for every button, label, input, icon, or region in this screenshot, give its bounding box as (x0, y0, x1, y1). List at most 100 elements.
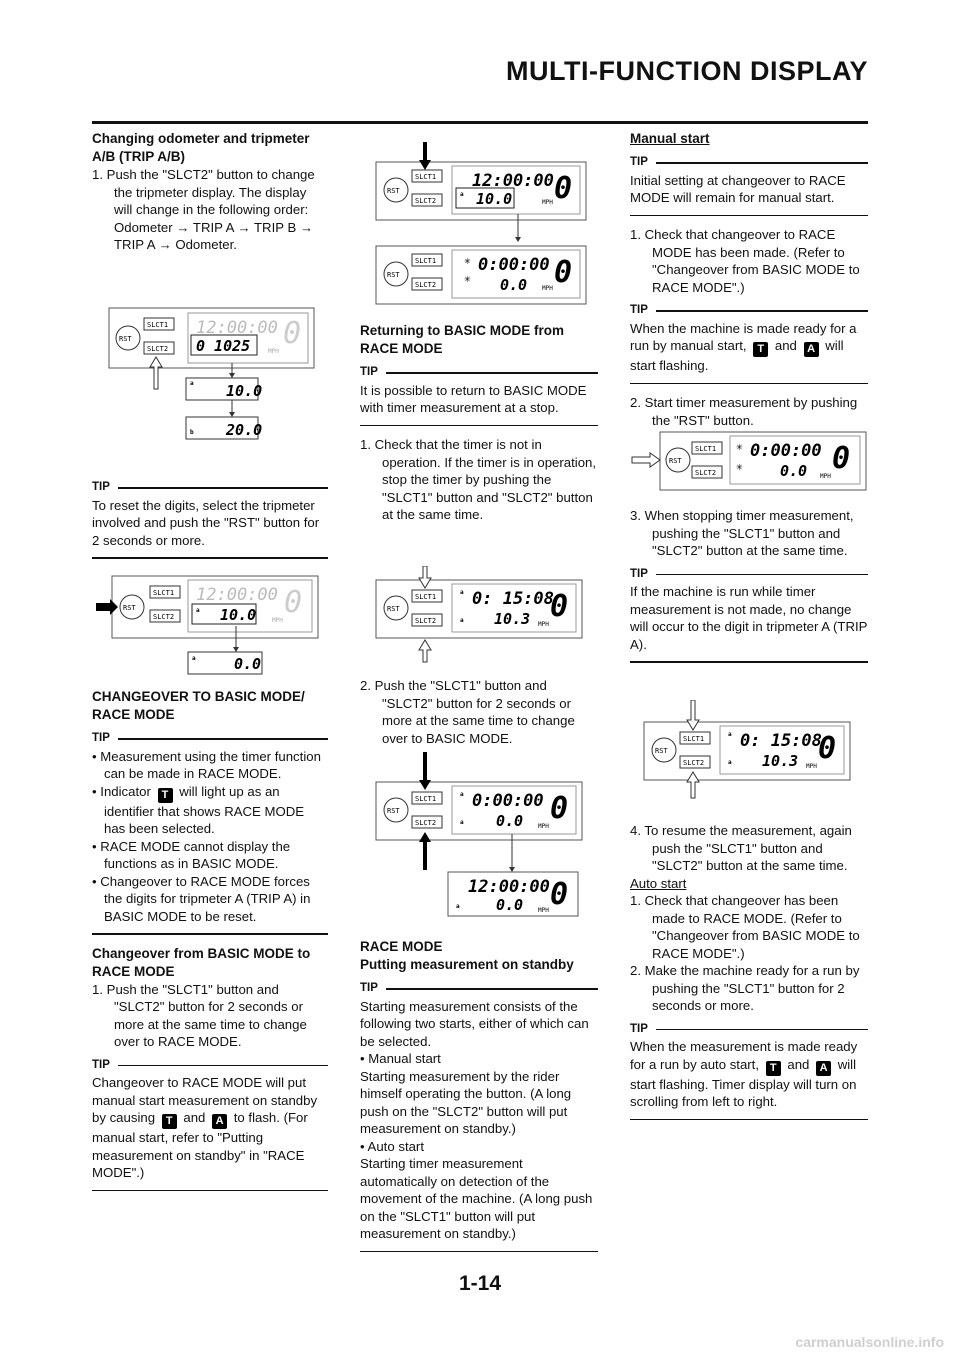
section-stop-measure: 3. When stopping timer measurement, push… (630, 507, 868, 673)
watermark: carmanualsonline.info (795, 1334, 944, 1350)
svg-text:a: a (456, 903, 460, 910)
header-rule (92, 121, 868, 124)
svg-text:a: a (460, 819, 464, 826)
svg-text:10.0: 10.0 (220, 606, 256, 624)
svg-text:0: 0 (550, 589, 568, 624)
svg-text:SLCT2: SLCT2 (415, 281, 436, 289)
svg-text:0: 0 (550, 791, 568, 826)
svg-text:0:00:00: 0:00:00 (750, 441, 822, 461)
svg-text:a: a (728, 759, 732, 766)
lcd-trip-zero: 0.0 (234, 655, 261, 673)
svg-text:a: a (460, 589, 464, 596)
step-1: 1. Push the "SLCT2" button to change the… (92, 167, 315, 217)
svg-text:0: 0 (554, 171, 572, 206)
svg-text:0: 0 (550, 877, 568, 912)
step-basic: 2. Push the "SLCT1" button and "SLCT2" b… (360, 678, 575, 746)
svg-text:SLCT1: SLCT1 (415, 795, 436, 803)
timer-indicator-icon: T (753, 342, 769, 357)
svg-text:a: a (460, 191, 464, 198)
figure-start-timer: RST SLCT1 SLCT2 ✳ ✳ 0:00:00 0 0.0 MPH (631, 431, 867, 491)
figure-to-basic: RST SLCT1 SLCT2 a 0:00:00 0 a 0.0 MPH 12… (375, 752, 583, 917)
svg-text:SLCT2: SLCT2 (415, 617, 436, 625)
lcd-trip-b: 20.0 (225, 421, 262, 439)
svg-text:✳: ✳ (464, 272, 471, 285)
svg-text:SLCT1: SLCT1 (415, 173, 436, 181)
svg-text:RST: RST (387, 807, 400, 815)
rst-button: RST (119, 335, 132, 343)
svg-text:0:00:00: 0:00:00 (478, 255, 550, 275)
lcd-clock: 12:00:00 (196, 318, 278, 338)
lcd-trip-a: 10.0 (226, 382, 262, 400)
svg-text:a: a (728, 731, 732, 738)
timer-indicator-icon: T (161, 1114, 177, 1129)
svg-text:SLCT2: SLCT2 (415, 819, 436, 827)
svg-text:RST: RST (387, 605, 400, 613)
lcd-odometer: 0 1025 (196, 337, 250, 355)
svg-text:SLCT2: SLCT2 (695, 469, 716, 477)
svg-text:SLCT1: SLCT1 (683, 735, 704, 743)
svg-text:12:00:00: 12:00:00 (472, 171, 554, 191)
tip-reset: TIP To reset the digits, select the trip… (92, 473, 328, 569)
svg-text:MPH: MPH (542, 199, 553, 206)
svg-text:✳: ✳ (736, 440, 743, 453)
svg-text:SLCT1: SLCT1 (153, 589, 174, 597)
svg-text:0.0: 0.0 (780, 462, 807, 480)
figure-return-basic: RST SLCT1 SLCT2 12:00:00 0 a 10.0 MPH RS… (375, 142, 587, 305)
svg-text:10.3: 10.3 (494, 610, 530, 628)
svg-text:0.0: 0.0 (496, 896, 523, 914)
svg-text:12:00:00: 12:00:00 (468, 877, 550, 897)
slct1-button: SLCT1 (147, 321, 168, 329)
svg-text:0: 15:08: 0: 15:08 (472, 589, 554, 609)
svg-text:0: 0 (554, 255, 572, 290)
page-number: 1-14 (458, 1272, 502, 1295)
lcd-gear: 0 (283, 316, 301, 351)
order-text: Odometer → TRIP A → TRIP B → TRIP A → Od… (114, 219, 314, 253)
slct2-button: SLCT2 (147, 345, 168, 353)
svg-text:0: 0 (818, 731, 836, 766)
svg-text:✳: ✳ (464, 254, 471, 267)
svg-text:0:00:00: 0:00:00 (472, 791, 544, 811)
svg-text:0: 0 (284, 585, 302, 620)
svg-text:a: a (460, 617, 464, 624)
auto-indicator-icon: A (803, 342, 819, 357)
svg-text:a: a (192, 655, 196, 662)
svg-text:✳: ✳ (736, 460, 743, 473)
svg-text:RST: RST (123, 604, 136, 612)
svg-text:SLCT2: SLCT2 (415, 197, 436, 205)
section-changeover: CHANGEOVER TO BASIC MODE/RACE MODE TIP •… (92, 688, 328, 1201)
timer-indicator-icon: T (765, 1060, 781, 1076)
svg-text:SLCT1: SLCT1 (695, 445, 716, 453)
svg-text:10.3: 10.3 (762, 752, 798, 770)
svg-text:MPH: MPH (538, 621, 549, 628)
svg-text:12:00:00: 12:00:00 (196, 585, 278, 605)
svg-text:RST: RST (669, 457, 682, 465)
svg-text:MPH: MPH (806, 763, 817, 770)
figure-resume: RST SLCT1 SLCT2 a 0: 15:08 0 a 10.3 MPH (643, 700, 851, 799)
svg-text:0.0: 0.0 (500, 276, 527, 294)
auto-indicator-icon: A (212, 1114, 228, 1129)
svg-text:b: b (190, 429, 194, 436)
svg-text:RST: RST (387, 271, 400, 279)
figure-stop-timer: RST SLCT1 SLCT2 a 0: 15:08 0 a 10.3 MPH (375, 566, 583, 663)
section-auto-start: 4. To resume the measurement, again push… (630, 822, 868, 1130)
figure-odometer: RST SLCT1 SLCT2 12:00:00 0 0 1025 MPH a … (108, 307, 315, 440)
svg-text:0.0: 0.0 (496, 812, 523, 830)
svg-text:MPH: MPH (272, 617, 283, 624)
svg-text:0: 0 (832, 441, 850, 476)
svg-text:SLCT2: SLCT2 (153, 613, 174, 621)
svg-text:SLCT2: SLCT2 (683, 759, 704, 767)
svg-text:MPH: MPH (542, 285, 553, 292)
svg-text:MPH: MPH (538, 907, 549, 914)
svg-text:a: a (460, 791, 464, 798)
svg-text:SLCT1: SLCT1 (415, 257, 436, 265)
svg-text:0: 15:08: 0: 15:08 (740, 731, 822, 751)
svg-text:RST: RST (387, 187, 400, 195)
page-title: MULTI-FUNCTION DISPLAY (506, 56, 868, 86)
svg-text:SLCT1: SLCT1 (415, 593, 436, 601)
auto-indicator-icon: A (816, 1060, 832, 1076)
svg-text:MPH: MPH (538, 823, 549, 830)
